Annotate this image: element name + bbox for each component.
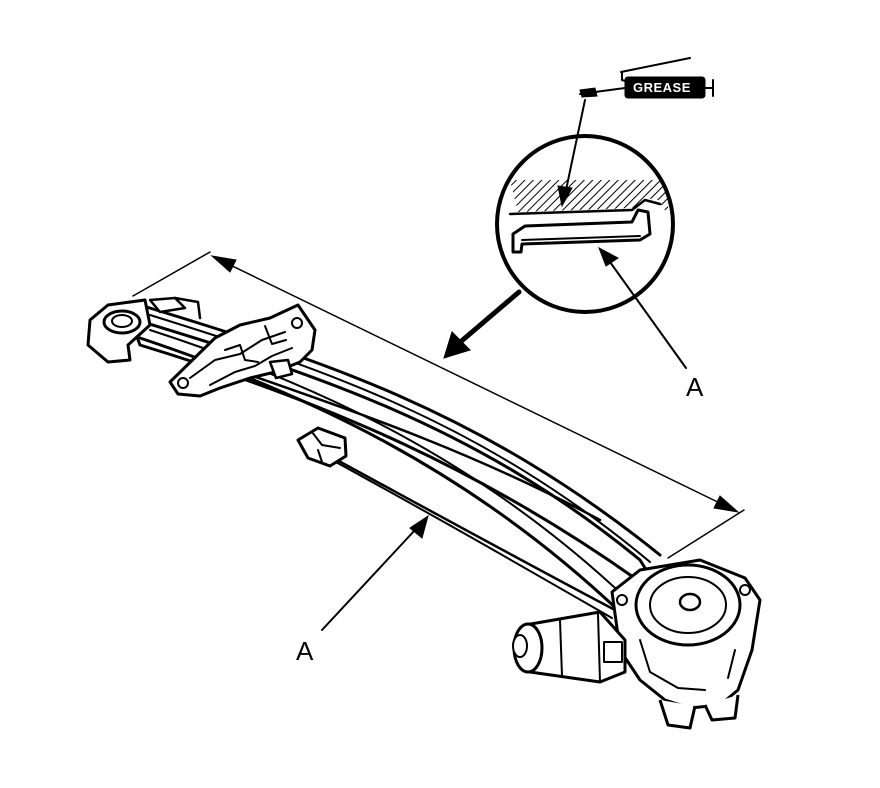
grease-arrow xyxy=(557,99,586,208)
grease-label: GREASE xyxy=(633,80,691,95)
callout-lower-leader xyxy=(321,514,429,631)
regulator-motor xyxy=(512,558,762,730)
end-bracket xyxy=(86,296,202,364)
detail-pointer-arrow xyxy=(443,289,522,359)
callout-upper-label: A xyxy=(686,372,704,402)
rail-section-detail xyxy=(495,134,675,314)
length-dimension xyxy=(132,251,745,559)
glass-carrier xyxy=(168,303,317,398)
cable-guide-clip xyxy=(296,426,348,468)
grease-gun-icon xyxy=(579,57,714,99)
callout-upper-leader xyxy=(598,246,687,369)
callout-lower-label: A xyxy=(296,636,314,666)
